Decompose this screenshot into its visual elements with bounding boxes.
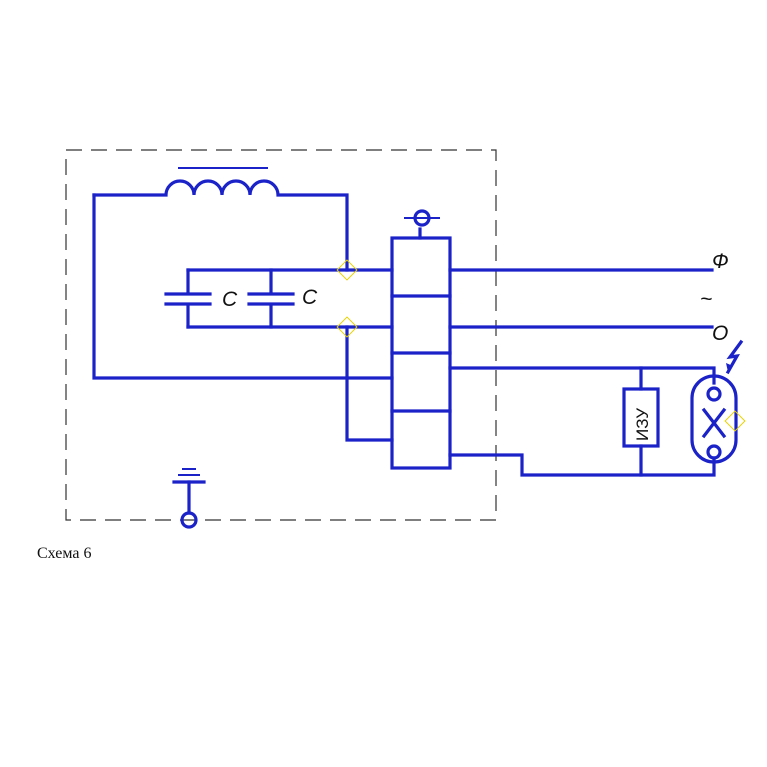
capacitor-1-label: C [222, 288, 238, 311]
inner-link-wire [345, 325, 394, 442]
enclosure-boundary [65, 149, 497, 521]
lamp-return-wire [448, 453, 716, 477]
capacitor-bank [164, 268, 394, 329]
discharge-lightning-icon [725, 339, 744, 375]
terminal-phase-label: Ф [712, 250, 729, 273]
capacitor-2-label: C [302, 286, 318, 309]
terminal-block-fuse-icon [404, 209, 440, 227]
lamp-feed-wire [448, 366, 716, 385]
ignition-unit-label: ИЗУ [633, 408, 652, 441]
node-marker [336, 316, 358, 338]
return-wire [92, 193, 394, 380]
inductor-choke [92, 167, 349, 272]
lightning-arrowhead-icon [726, 363, 733, 372]
node-marker [724, 410, 746, 432]
figure-caption: Схема 6 [37, 545, 92, 562]
ground-icon [172, 468, 206, 529]
terminal-neutral-label: O [712, 322, 728, 345]
discharge-lamp [690, 374, 738, 464]
terminal-ac-label: ~ [700, 288, 712, 311]
node-marker [336, 259, 358, 281]
terminal-block [390, 227, 452, 470]
